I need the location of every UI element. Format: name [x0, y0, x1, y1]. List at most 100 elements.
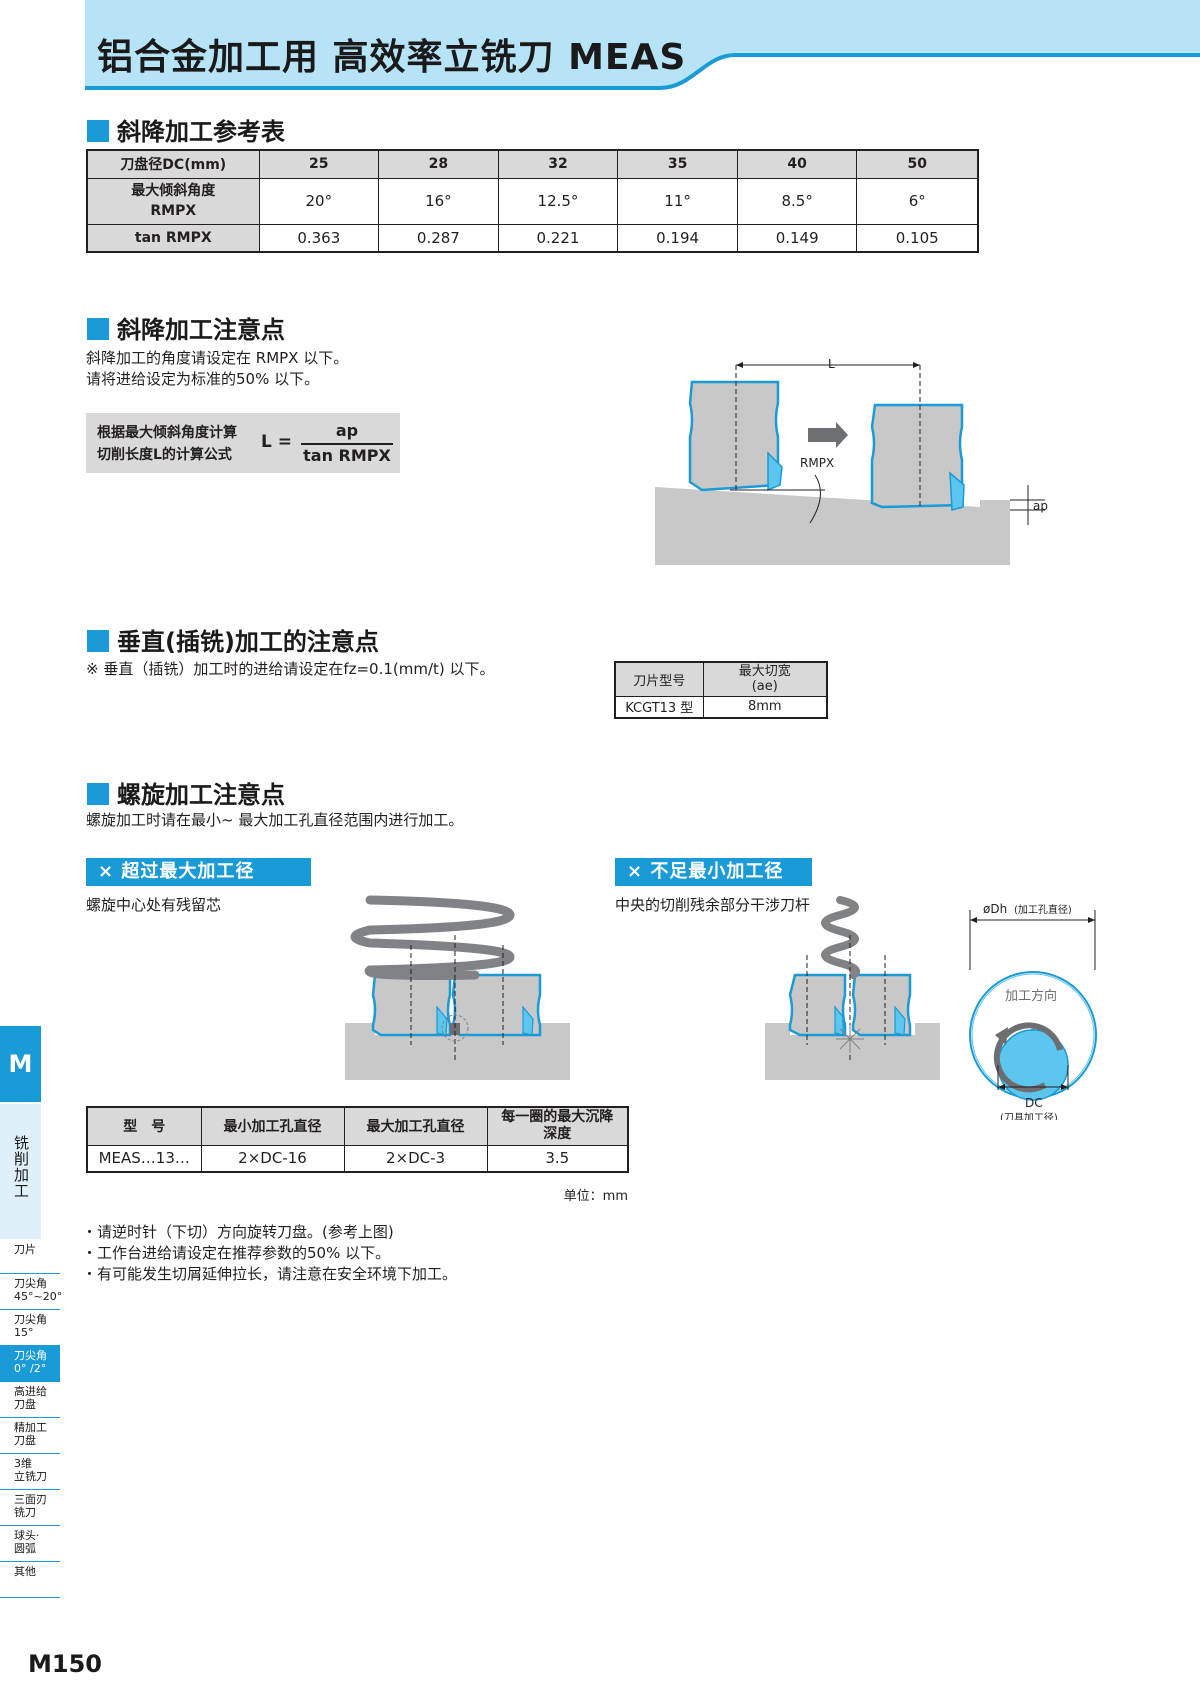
side-nav-item-line1: 刀片: [14, 1243, 36, 1256]
helical-table: 型 号 最小加工孔直径 最大加工孔直径 每一圈的最大沉降 深度 MEAS…13……: [86, 1106, 629, 1173]
section-square-icon: [87, 318, 109, 340]
side-nav-item-line1: 刀尖角: [14, 1349, 47, 1362]
header-max-depth-line1: 每一圈的最大沉降: [501, 1109, 614, 1126]
side-nav-item-line1: 其他: [14, 1565, 36, 1578]
angle-cell: 16°: [378, 177, 499, 225]
side-nav-item-line1: 精加工: [14, 1421, 47, 1434]
side-nav-item-line2: 0° /2°: [14, 1362, 47, 1375]
table-row-angle: 最大倾斜角度 RMPX 20° 16° 12.5° 11° 8.5° 6°: [86, 177, 979, 225]
section-title-ramping-notes: 斜降加工注意点: [87, 310, 285, 345]
dc-note: (刀具加工径): [1000, 1111, 1058, 1120]
helix-path-icon: [821, 896, 860, 979]
row-header-diameter: 刀盘径DC(mm): [86, 149, 260, 179]
side-nav-item[interactable]: 其他: [0, 1562, 60, 1598]
angle-cell: 12.5°: [497, 177, 619, 225]
model-cell: MEAS…13…: [86, 1144, 202, 1173]
header-max-dia: 最大加工孔直径: [343, 1106, 488, 1146]
section-title-ramping-table: 斜降加工参考表: [87, 112, 285, 147]
side-nav-item-line1: 刀尖角: [14, 1313, 47, 1326]
side-nav-item-line1: 三面刃: [14, 1493, 47, 1506]
side-nav-item[interactable]: 三面刃铣刀: [0, 1490, 60, 1526]
section-square-icon: [87, 120, 109, 142]
plunge-table: 刀片型号 最大切宽 (ae) KCGT13 型 8mm: [614, 661, 828, 719]
header-max-depth-line2: 深度: [543, 1126, 572, 1143]
tan-cell: 0.105: [856, 223, 979, 253]
side-nav-item-line1: 球头·: [14, 1529, 40, 1542]
bullet-item: ・工作台进给请设定在推荐参数的50% 以下。: [82, 1244, 391, 1262]
header-max-width: 最大切宽 (ae): [702, 661, 828, 697]
side-nav-item-line2: 刀盘: [14, 1398, 36, 1411]
side-nav-item[interactable]: 刀片: [0, 1240, 60, 1274]
section-title-plunge: 垂直(插铣)加工的注意点: [87, 622, 379, 657]
plunge-note: ※ 垂直（插铣）加工时的进给请设定在fz=0.1(mm/t) 以下。: [86, 660, 495, 678]
diameter-cell: 50: [856, 149, 979, 179]
row-header-angle-line1: 最大倾斜角度: [131, 183, 216, 199]
header-max-width-line1: 最大切宽: [738, 664, 791, 680]
dc-label: DC: [1025, 1096, 1043, 1110]
plunge-table-header: 刀片型号 最大切宽 (ae): [614, 661, 828, 697]
side-nav-item-line2: 45°~20°: [14, 1290, 63, 1303]
side-nav-item-line1: 高进给: [14, 1385, 47, 1398]
ramping-note-line-1: 斜降加工的角度请设定在 RMPX 以下。: [86, 349, 349, 367]
unit-label: 单位：mm: [563, 1189, 628, 1204]
fraction-bar: [301, 443, 393, 445]
feed-arrow-icon: [808, 422, 848, 448]
side-nav-item[interactable]: 高进给刀盘: [0, 1382, 60, 1418]
page-title: 铝合金加工用 高效率立铣刀 MEAS: [97, 37, 687, 78]
page-number: M150: [28, 1650, 102, 1678]
table-row-tan: tan RMPX 0.363 0.287 0.221 0.194 0.149 0…: [86, 223, 979, 253]
side-category-label: 铣削加工: [14, 1134, 30, 1200]
side-tab-letter[interactable]: M: [0, 1026, 41, 1102]
bullet-item: ・有可能发生切屑延伸拉长，请注意在安全环境下加工。: [82, 1265, 458, 1283]
table-row-diameter: 刀盘径DC(mm) 25 28 32 35 40 50: [86, 149, 979, 179]
helical-diagram-small: [765, 896, 940, 1080]
tool-right: [870, 403, 965, 511]
row-header-angle: 最大倾斜角度 RMPX: [86, 177, 260, 225]
side-nav-item-line1: 刀尖角: [14, 1277, 47, 1290]
side-nav-item[interactable]: 3维立铣刀: [0, 1454, 60, 1490]
tan-cell: 0.287: [378, 223, 499, 253]
ramping-diagram: L RMPX ap: [655, 357, 1048, 565]
tan-cell: 0.363: [258, 223, 380, 253]
formula-label-line2: 切削长度L的计算公式: [97, 447, 232, 463]
section-title-text: 斜降加工参考表: [117, 118, 285, 146]
ramping-note-line-2: 请将进给设定为标准的50% 以下。: [86, 370, 320, 388]
diameter-cell: 35: [617, 149, 738, 179]
header-insert-model: 刀片型号: [614, 661, 704, 697]
formula-box: 根据最大倾斜角度计算 切削长度L的计算公式 L = ap tan RMPX: [86, 413, 400, 473]
insert-model-cell: KCGT13 型: [614, 695, 704, 719]
section-title-text: 螺旋加工注意点: [117, 781, 285, 809]
side-category-panel: [0, 1104, 41, 1239]
section-title-helical: 螺旋加工注意点: [87, 775, 285, 810]
rotation-arrow-icon: [993, 1022, 1063, 1093]
section-title-text: 垂直(插铣)加工的注意点: [117, 628, 379, 656]
side-nav-item[interactable]: 球头·圆弧: [0, 1526, 60, 1562]
residual-core: [450, 1023, 460, 1035]
side-nav-item-line2: 15°: [14, 1326, 34, 1339]
angle-cell: 20°: [258, 177, 380, 225]
max-width-cell: 8mm: [702, 695, 828, 719]
tool-left: [688, 380, 783, 492]
helical-diagram-large: [345, 895, 570, 1080]
diameter-cell: 32: [497, 149, 619, 179]
side-nav-item-line1: 3维: [14, 1457, 32, 1470]
side-nav-item[interactable]: 精加工刀盘: [0, 1418, 60, 1454]
tag-below-min: × 不足最小加工径: [615, 858, 812, 886]
header-band: [85, 0, 1200, 90]
header-model: 型 号: [86, 1106, 202, 1146]
side-nav-item-line2: 刀盘: [14, 1434, 36, 1447]
section-square-icon: [87, 783, 109, 805]
header-min-dia: 最小加工孔直径: [200, 1106, 345, 1146]
tag-exceed-max: × 超过最大加工径: [86, 858, 311, 886]
bullet-item: ・请逆时针（下切）方向旋转刀盘。(参考上图): [82, 1223, 394, 1241]
angle-label: RMPX: [800, 456, 834, 470]
formula-denominator: tan RMPX: [303, 446, 391, 465]
formula-label-line1: 根据最大倾斜角度计算: [97, 425, 237, 441]
row-header-angle-line2: RMPX: [150, 203, 197, 219]
min-dia-cell: 2×DC-16: [200, 1144, 345, 1173]
ramping-reference-table: 刀盘径DC(mm) 25 28 32 35 40 50 最大倾斜角度 RMPX …: [86, 149, 979, 253]
interference-burst-icon: [836, 1025, 864, 1053]
